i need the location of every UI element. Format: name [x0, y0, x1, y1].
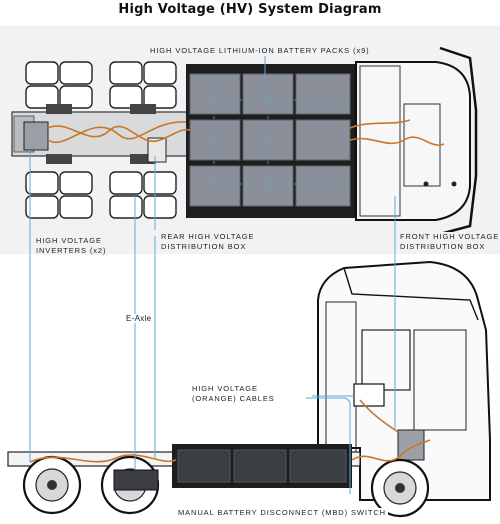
label-cables-line2: (ORANGE) CABLES [190, 394, 277, 403]
e-axle-side [113, 469, 159, 491]
top-view-truck [11, 46, 478, 236]
rear-wheels-top [25, 61, 177, 219]
label-inverters-line1: HIGH VOLTAGE [34, 236, 104, 245]
leader-cables-mbd [306, 397, 351, 494]
side-view-truck [7, 260, 491, 518]
cab-side [317, 260, 491, 501]
label-rear-box-line2: DISTRIBUTION BOX [159, 242, 249, 251]
cab-door-window [361, 329, 411, 391]
label-front-box-line2: DISTRIBUTION BOX [398, 242, 488, 251]
hv-cables-side [29, 399, 431, 463]
label-inverters-line2: INVERTERS (x2) [34, 246, 109, 255]
cab-top [355, 61, 471, 221]
hv-cable-junction [353, 383, 385, 407]
label-cables-line1: HIGH VOLTAGE [190, 384, 260, 393]
leader-lines [29, 56, 396, 494]
label-mbd-switch: MANUAL BATTERY DISCONNECT (MBD) SWITCH [176, 508, 388, 517]
front-distribution-box-side [397, 429, 425, 461]
axle-hubs-top [46, 104, 156, 164]
diagram-title: High Voltage (HV) System Diagram [118, 2, 382, 17]
battery-packs-top [189, 73, 351, 207]
label-rear-box-line1: REAR HIGH VOLTAGE [159, 232, 257, 241]
label-battery-packs: HIGH VOLTAGE LITHIUM-ION BATTERY PACKS (… [148, 46, 372, 55]
rear-distribution-box-top [147, 137, 167, 163]
label-e-axle: E-Axle [124, 314, 154, 323]
inverter-box-top [23, 121, 49, 151]
label-front-box-line1: FRONT HIGH VOLTAGE [398, 232, 500, 241]
hv-cables-top [47, 119, 445, 146]
